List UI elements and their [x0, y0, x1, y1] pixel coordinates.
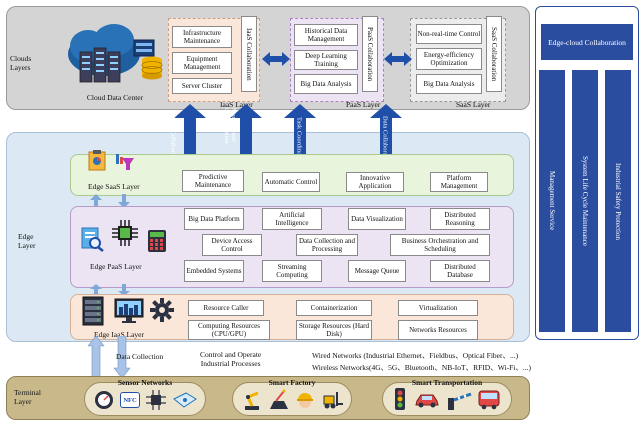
safe-collaboration-label: Safe Collaboration [169, 116, 177, 166]
wired-networks-label: Wired Networks (Industrial Ethernet、Fiel… [312, 351, 519, 360]
edge-iaas-item: Computing Resources (CPU/GPU) [188, 320, 270, 340]
edge-paas-item: Embedded Systems [184, 260, 244, 282]
edge-saas-title: Edge SaaS Layer [88, 182, 140, 191]
edge-saas-item: Innovative Application [346, 172, 404, 192]
iaas-paas-double-arrow [262, 52, 290, 66]
circuit-chip-icon [146, 390, 166, 410]
edge-saas-item: Platform Management [430, 172, 488, 192]
cloud-paas-item: Deep Learning Training [294, 50, 358, 70]
toll-gate-icon [448, 392, 472, 410]
cloud-iaas-item: Infrastructure Maintenance [172, 26, 232, 48]
gear-icon [150, 298, 174, 322]
cloud-iaas-item: Equipment Management [172, 52, 232, 74]
sensor-device-icon [173, 392, 197, 408]
cloud-iaas-collab: IaaS Collaboration [241, 16, 257, 92]
cloud-paas-title: PaaS Layer [346, 100, 381, 109]
edge-paas-item: Data Collection and Processing [296, 234, 358, 256]
cloud-saas-collab: SaaS Collaboration [486, 16, 502, 92]
edge-iaas-item: Containerization [296, 300, 372, 316]
funnel-chart-icon [116, 154, 134, 170]
edge-paas-item: Streaming Computing [262, 260, 322, 282]
right-column-safety: Industrial Safety Protection [605, 70, 631, 332]
traffic-light-icon [395, 388, 405, 410]
cloud-iaas-item: Server Cluster [172, 78, 232, 94]
nfc-icon: NFC [120, 392, 140, 408]
edge-paas-item: Business Orchestration and Scheduling [390, 234, 490, 256]
cloud-data-center-label: Cloud Data Center [86, 93, 144, 102]
task-coordination-label: Task Coordination [295, 116, 303, 166]
cloud-paas-item: Historical Data Management [294, 24, 358, 46]
edge-layer-label: Edge Layer [18, 232, 36, 250]
cloud-saas-title: SaaS Layer [456, 100, 491, 109]
data-collection-arrows [88, 336, 131, 378]
edge-paas-item: Data Visualization [348, 208, 406, 230]
bus-icon [478, 390, 500, 410]
edge-cloud-collab-title: Edge-cloud Collaboration [541, 24, 633, 60]
management-collaboration-label: Management Collaboration [223, 108, 237, 144]
control-operate-label: Control and Operate Industrial Processes [200, 350, 262, 368]
edge-paas-item: Artificial Intelligence [262, 208, 322, 230]
data-collection-label: Data Collection [116, 352, 164, 361]
terminal-layer-label: Terminal Layer [14, 388, 41, 406]
edge-saas-item: Predictive Maintenance [182, 170, 244, 192]
paas-iaas-arrows [90, 284, 130, 296]
cloud-data-center-icon [68, 24, 163, 83]
right-column-management: Management Service [539, 70, 565, 332]
worker-helmet-icon [297, 393, 313, 408]
cloud-layer-label: Clouds Layers [10, 54, 32, 72]
edge-iaas-item: Resource Caller [188, 300, 264, 316]
smart-factory-title: Smart Factory [268, 378, 316, 387]
ai-chip-icon [112, 220, 138, 246]
edge-saas-item: Automatic Control [262, 172, 320, 192]
collaboration-arrows [174, 104, 402, 178]
edge-iaas-item: Storage Resources (Hard Disk) [296, 320, 372, 340]
report-magnifier-icon [81, 227, 104, 252]
edge-iaas-item: Networks Resources [398, 320, 478, 340]
gauge-icon [95, 391, 113, 409]
cloud-saas-item: Energy-efficiency Optimization [416, 48, 482, 70]
edge-cloud-collab-title-text: Edge-cloud Collaboration [548, 37, 626, 47]
data-collaboration-label: Data Collaboration [381, 116, 389, 166]
clipboard-chart-icon [88, 150, 106, 171]
nfc-icon-text: NFC [123, 396, 137, 404]
edge-paas-item: Big Data Platform [184, 208, 244, 230]
sensor-networks-title: Sensor Networks [117, 378, 173, 387]
edge-paas-item: Distributed Database [430, 260, 490, 282]
cloud-saas-item: Non-real-time Control [416, 24, 482, 44]
edge-iaas-title: Edge IaaS Layer [94, 330, 144, 339]
wireless-networks-label: Wireless Networks(4G、5G、Bluetooth、NB-IoT… [312, 363, 531, 372]
cloud-saas-item: Big Data Analysis [416, 74, 482, 94]
smart-transportation-title: Smart Transportation [411, 378, 483, 387]
cloud-iaas-title: IaaS Layer [220, 100, 253, 109]
cloud-paas-collab: PaaS Collaboration [362, 16, 378, 92]
forklift-icon [323, 392, 343, 409]
saas-paas-arrows [90, 194, 130, 208]
robot-arm-icon [245, 391, 259, 410]
edge-iaas-item: Virtualization [398, 300, 478, 316]
monitor-city-icon [114, 298, 144, 323]
car-icon [415, 394, 439, 408]
server-rack-icon [82, 296, 104, 326]
edge-paas-item: Device Access Control [202, 234, 262, 256]
paas-saas-double-arrow [384, 52, 412, 66]
calculator-icon [148, 230, 166, 252]
edge-paas-item: Message Queue [348, 260, 406, 282]
right-column-lifecycle: System Life Cycle Maintenance [572, 70, 598, 332]
edge-paas-item: Distributed Reasoning [430, 208, 490, 230]
cloud-paas-item: Big Data Analysis [294, 74, 358, 94]
welding-icon [270, 389, 288, 409]
edge-paas-title: Edge PaaS Layer [90, 262, 142, 271]
